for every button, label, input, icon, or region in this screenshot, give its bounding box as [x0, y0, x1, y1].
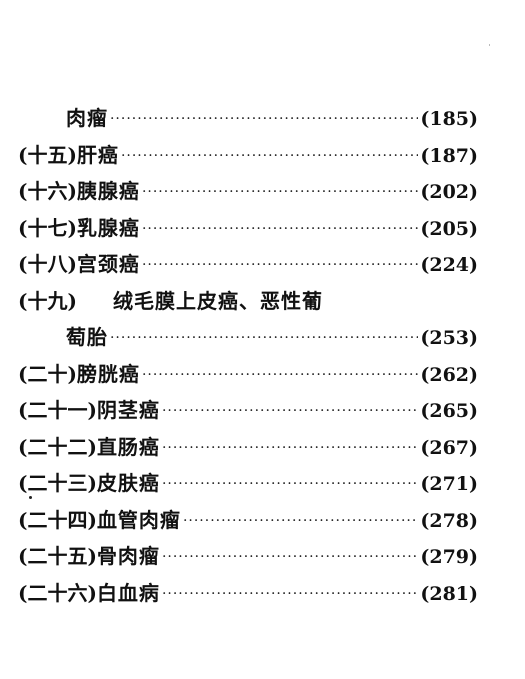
entry-number: (十九) [18, 288, 77, 313]
entry-title: 乳腺癌 [76, 215, 140, 240]
entry-page: (205) [420, 217, 478, 240]
entry-title: 肉瘤 [65, 106, 108, 130]
entry-page: (267) [420, 436, 478, 459]
toc-entry-pancreatic-cancer: (十六) 胰腺癌 (202) [18, 173, 478, 210]
entry-page: (271) [420, 473, 478, 495]
entry-number: (二十四) [18, 507, 97, 532]
table-of-contents: 肉瘤 (185) (十五) 肝癌 (187) (十六) 胰腺癌 (202) (十… [18, 100, 478, 611]
toc-entry-leukemia: (二十六) 白血病 (281) [18, 575, 478, 612]
entry-page: (187) [420, 144, 478, 167]
entry-title: 阴茎癌 [96, 398, 160, 422]
dot-leader [142, 174, 418, 211]
entry-title: 骨肉瘤 [96, 544, 160, 568]
dot-leader [142, 211, 418, 248]
entry-number: (二十五) [18, 544, 97, 568]
print-speck [29, 496, 32, 499]
toc-entry-breast-cancer: (十七) 乳腺癌 (205) [18, 210, 478, 247]
entry-page: (185) [420, 108, 478, 130]
dot-leader [162, 466, 418, 503]
entry-title: 血管肉瘤 [96, 507, 181, 532]
dot-leader [142, 357, 418, 394]
entry-title: 直肠癌 [96, 434, 160, 459]
toc-entry-angiosarcoma: (二十四) 血管肉瘤 (278) [18, 502, 478, 539]
entry-title: 萄胎 [65, 325, 108, 349]
dot-leader [110, 101, 418, 138]
entry-title: 胰腺癌 [76, 179, 140, 203]
toc-entry-skin-cancer: (二十三) 皮肤癌 (271) [18, 465, 478, 502]
entry-page: (279) [420, 546, 478, 568]
dot-leader [162, 539, 418, 576]
toc-entry-liver-cancer: (十五) 肝癌 (187) [18, 137, 478, 174]
entry-page: (202) [420, 181, 478, 203]
dot-leader [110, 320, 418, 357]
dot-leader [162, 430, 418, 467]
entry-number: (十七) [18, 215, 77, 240]
entry-page: (262) [420, 363, 478, 386]
entry-title: 肝癌 [76, 142, 119, 167]
toc-entry-hydatidiform-mole: 萄胎 (253) [18, 319, 478, 356]
scan-mark [489, 44, 490, 46]
entry-page: (253) [420, 327, 478, 349]
toc-entry-rectal-cancer: (二十二) 直肠癌 (267) [18, 429, 478, 466]
entry-title: 膀胱癌 [76, 361, 140, 386]
entry-number: (二十) [18, 361, 77, 386]
dot-leader [142, 247, 418, 284]
toc-entry-penile-cancer: (二十一) 阴茎癌 (265) [18, 392, 478, 429]
toc-entry-cervical-cancer: (十八) 宫颈癌 (224) [18, 246, 478, 283]
entry-page: (281) [420, 582, 478, 605]
dot-leader [121, 138, 418, 175]
dot-leader [162, 393, 418, 430]
entry-number: (十六) [18, 179, 77, 203]
entry-page: (265) [420, 400, 478, 422]
entry-title: 绒毛膜上皮癌、恶性葡 [113, 288, 323, 313]
entry-page: (278) [420, 509, 478, 532]
entry-number: (十五) [18, 142, 77, 167]
toc-entry-osteosarcoma: (二十五) 骨肉瘤 (279) [18, 538, 478, 575]
dot-leader [183, 503, 418, 540]
entry-title: 宫颈癌 [76, 252, 140, 276]
entry-number: (十八) [18, 252, 77, 276]
entry-number: (二十二) [18, 434, 97, 459]
entry-title: 皮肤癌 [96, 471, 160, 495]
entry-number: (二十六) [18, 580, 97, 605]
entry-title: 白血病 [96, 580, 160, 605]
entry-number: (二十三) [18, 471, 97, 495]
entry-number: (二十一) [18, 398, 97, 422]
toc-entry-bladder-cancer: (二十) 膀胱癌 (262) [18, 356, 478, 393]
dot-leader [162, 576, 418, 613]
toc-entry-sarcoma: 肉瘤 (185) [18, 100, 478, 137]
toc-entry-choriocarcinoma: (十九) 绒毛膜上皮癌、恶性葡 [18, 283, 478, 320]
entry-page: (224) [420, 254, 478, 276]
